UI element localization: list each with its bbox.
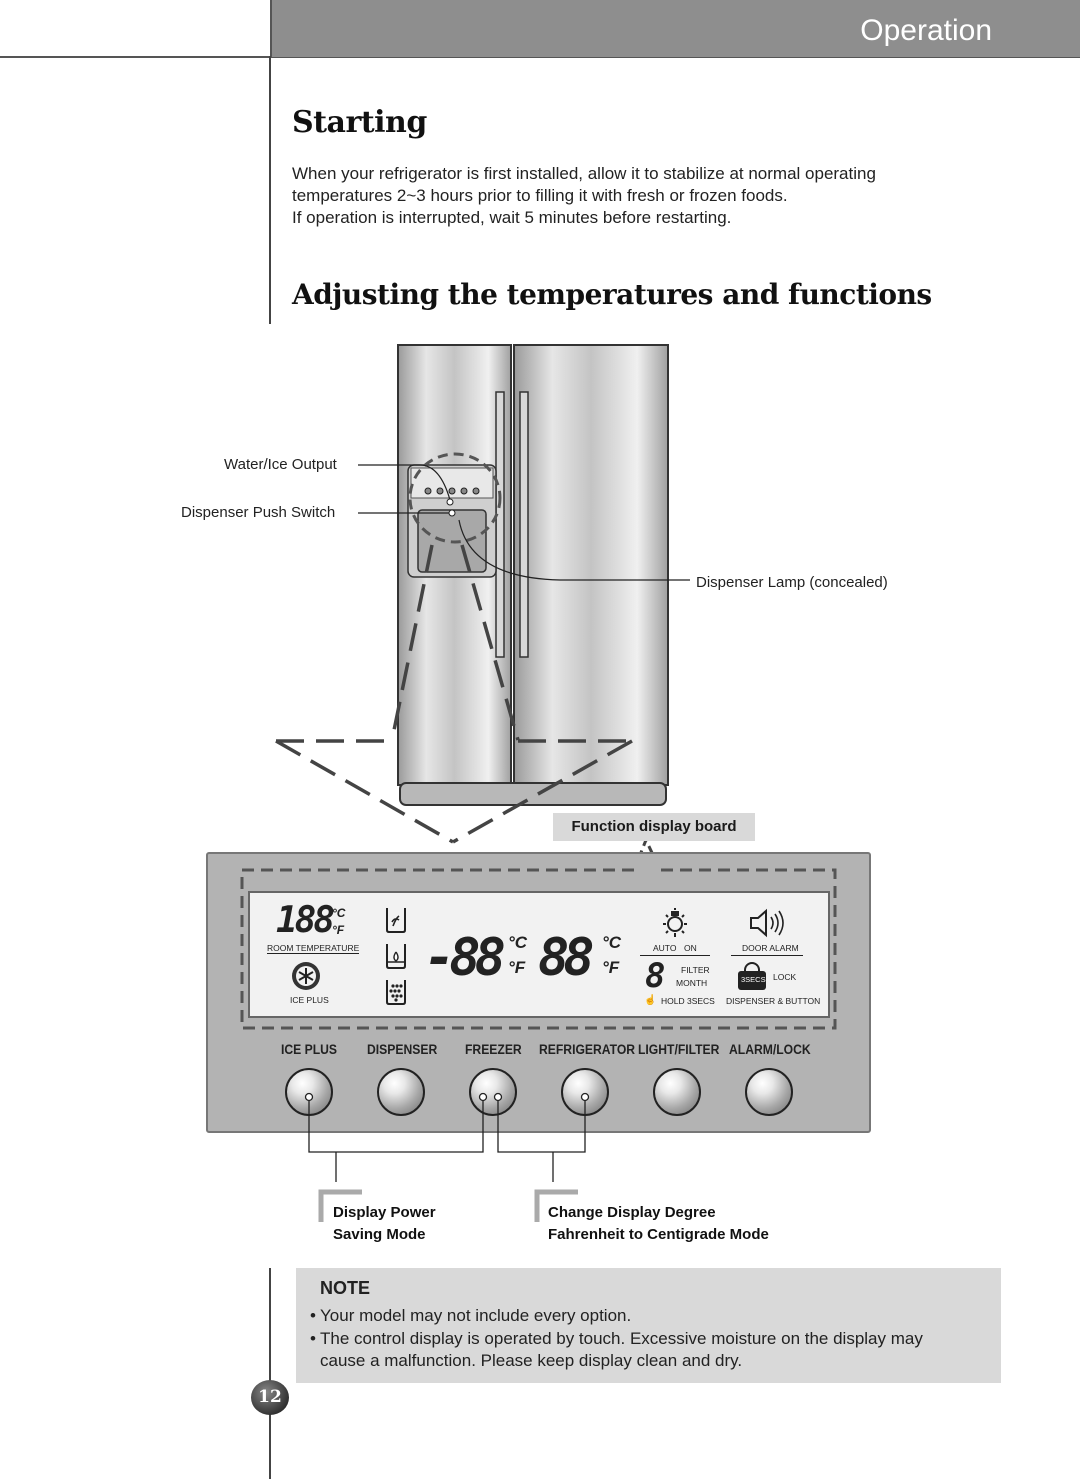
paragraph-line: temperatures 2~3 hours prior to filling … [292,186,788,205]
note-text: Your model may not include every option. [320,1306,632,1325]
dispenser-button[interactable] [377,1068,425,1116]
lock-icon [738,971,766,990]
ice-plus-button[interactable] [285,1068,333,1116]
note-item: •Your model may not include every option… [310,1306,632,1325]
fridge-fahrenheit: °F [602,958,620,977]
hold-label: HOLD 3SECS [661,996,715,1006]
ice-plus-button-label: ICE PLUS [281,1042,338,1057]
header-rule [0,56,1080,58]
hand-icon: ☝ [644,995,657,1006]
panel-dashed-frame [240,868,837,1030]
cubed-ice-icon [386,944,406,969]
light-icon [663,908,687,937]
alarm-lock-button-label: ALARM/LOCK [729,1042,811,1057]
fridge-handle [519,391,529,658]
callout-lamp: Dispenser Lamp (concealed) [696,574,888,591]
auto-on-rule [640,955,710,956]
note-box: NOTE •Your model may not include every o… [296,1268,1001,1383]
crushed-ice-icon [386,980,406,1005]
month-label: MONTH [676,978,708,988]
note-title: NOTE [320,1278,371,1298]
secs-label: 3SECS [741,975,766,984]
dispenser-button-label: DISPENSER & BUTTON [726,996,821,1006]
fridge-base [399,782,667,806]
paragraph-line: If operation is interrupted, wait 5 minu… [292,208,732,227]
mini-knob [472,487,480,495]
room-fahrenheit: °F [332,923,345,937]
lcd-display [248,891,830,1018]
ice-plus-label: ICE PLUS [290,995,329,1005]
water-icon [386,908,406,933]
auto-label: AUTO [653,943,677,953]
starting-paragraph: When your refrigerator is first installe… [292,163,972,229]
freezer-button[interactable] [469,1068,517,1116]
note-item: •The control display is operated by touc… [310,1329,923,1348]
margin-rule-bottom [269,1268,271,1479]
section-title: Operation [860,14,992,47]
mini-knob [460,487,468,495]
mode-line: Fahrenheit to Centigrade Mode [548,1226,769,1243]
page-number: 12 [251,1380,289,1415]
mode-line: Display Power [333,1204,436,1221]
alarm-lock-button[interactable] [745,1068,793,1116]
freezer-button-label: FREEZER [465,1042,522,1057]
mini-knob [448,487,456,495]
paragraph-line: When your refrigerator is first installe… [292,164,876,183]
mini-knob [424,487,432,495]
room-celsius: °C [332,906,346,920]
filter-digit: 8 [645,956,666,996]
door-alarm-rule [731,955,803,956]
lock-shackle [744,962,760,974]
note-text: The control display is operated by touch… [320,1329,923,1348]
mode-line: Change Display Degree [548,1204,716,1221]
power-saving-mode-label: Display Power Saving Mode [333,1202,436,1246]
room-temperature-label: ROOM TEMPERATURE [267,943,360,954]
mini-knob [436,487,444,495]
room-temp-digits: 188 [276,900,335,941]
adjusting-heading: Adjusting the temperatures and functions [292,278,932,311]
zoom-circle [408,452,502,544]
refrigerator-button-label: REFRIGERATOR [539,1042,636,1057]
callout-water-ice: Water/Ice Output [224,456,337,473]
note-item-continued: cause a malfunction. Please keep display… [320,1351,743,1370]
freezer-celsius: °C [508,933,528,952]
refrigerator-illustration [275,344,690,870]
door-alarm-label: DOOR ALARM [742,943,799,953]
freezer-handle [495,391,505,658]
speaker-icon [750,908,784,938]
filter-label: FILTER [681,965,710,975]
fridge-door [513,344,669,786]
section-header: Operation [270,0,1080,57]
lock-label: LOCK [773,972,797,982]
dispenser-button-label-text: DISPENSER [367,1042,438,1057]
freezer-fahrenheit: °F [508,958,526,977]
callout-push-switch: Dispenser Push Switch [181,504,336,521]
freezer-digits: -88 [424,928,506,988]
fridge-celsius: °C [602,933,622,952]
light-filter-button-label: LIGHT/FILTER [638,1042,720,1057]
mode-line: Saving Mode [333,1226,426,1243]
on-label: ON [684,943,697,953]
ice-plus-icon [292,962,320,990]
function-board-label: Function display board [553,813,755,841]
margin-rule [269,56,271,324]
degree-mode-label: Change Display Degree Fahrenheit to Cent… [548,1202,769,1246]
fridge-digits: 88 [538,928,595,988]
starting-heading: Starting [292,105,427,140]
combo-brackets [304,1092,590,1222]
light-filter-button[interactable] [653,1068,701,1116]
